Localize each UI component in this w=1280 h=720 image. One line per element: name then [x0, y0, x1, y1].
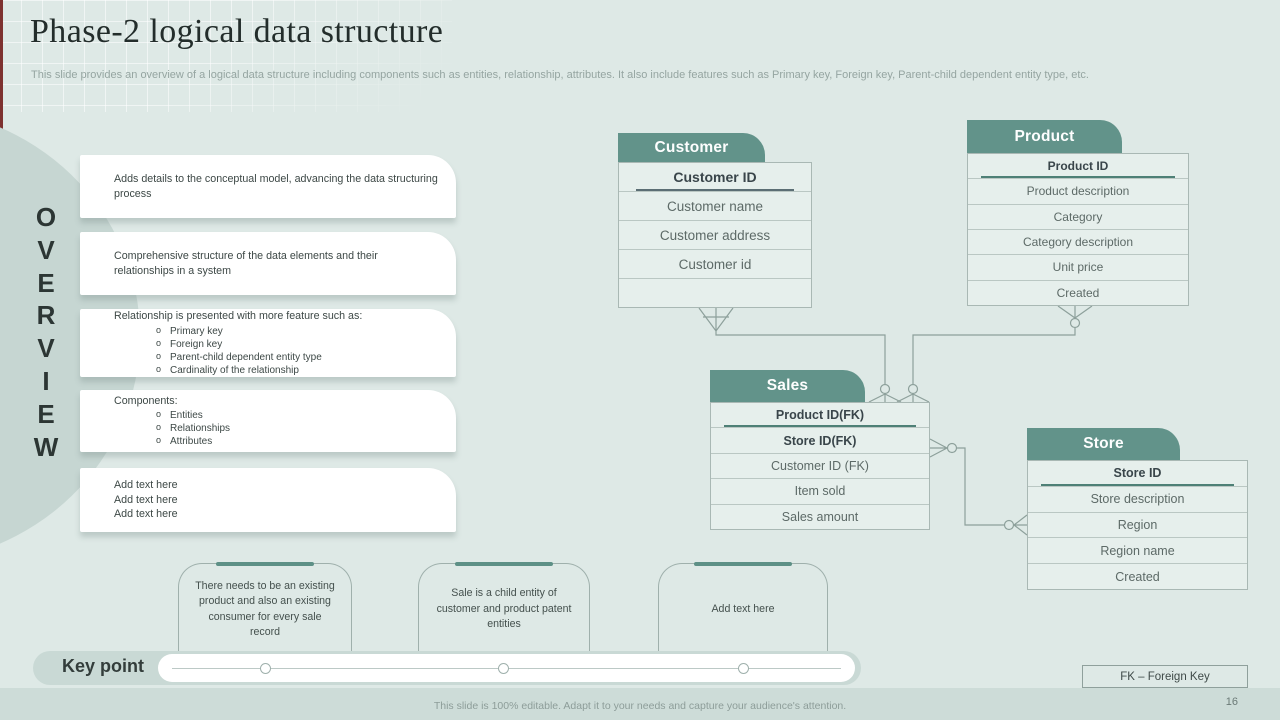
entity-attribute-row: Category [968, 203, 1188, 229]
callout-text: Relationship is presented with more feat… [114, 310, 363, 323]
sales-store-connector [929, 438, 1028, 536]
key-point-label: Key point [62, 656, 145, 676]
entity-attribute-row: Product description [968, 178, 1188, 203]
entity-attribute-row: Customer name [619, 191, 811, 220]
fk-legend-text: FK – Foreign Key [1120, 670, 1210, 683]
left-edge-accent [0, 0, 3, 197]
entity-header: Store [1027, 428, 1180, 460]
page-title: Phase-2 logical data structure [30, 13, 444, 50]
entity-header: Customer [618, 133, 765, 162]
callout-text: Comprehensive structure of the data elem… [114, 249, 378, 277]
key-point-box-2: Sale is a child entity of customer and p… [418, 563, 590, 655]
entity-attribute-row: Category description [968, 228, 1188, 254]
key-point-box-1: There needs to be an existing product an… [178, 563, 352, 655]
entity-table-sales: Sales Product ID(FK)Store ID(FK)Customer… [710, 370, 930, 530]
product-sales-connector [896, 305, 1093, 403]
entity-attribute-row: Store ID(FK) [711, 427, 929, 452]
slide-subtitle: This slide provides an overview of a log… [31, 69, 1089, 81]
timeline-dot [738, 663, 749, 674]
customer-sales-connector [698, 307, 902, 403]
entity-attribute-row: Customer id [619, 249, 811, 278]
key-point-text: Add text here [711, 602, 775, 615]
entity-attribute-row: Sales amount [711, 503, 929, 529]
entity-attribute-row: Customer ID (FK) [711, 452, 929, 478]
entity-attribute-row: Unit price [968, 254, 1188, 279]
entity-body: Product ID(FK)Store ID(FK)Customer ID (F… [710, 402, 930, 530]
entity-attribute-row: Customer address [619, 220, 811, 249]
callout-text: Components: [114, 394, 178, 407]
entity-attribute-row: Product ID [968, 154, 1188, 180]
entity-header: Product [967, 120, 1122, 153]
footer-note: This slide is 100% editable. Adapt it to… [433, 700, 847, 712]
timeline-dot [260, 663, 271, 674]
page-number: 16 [1225, 696, 1238, 708]
key-point-text: There needs to be an existing product an… [195, 579, 335, 638]
entity-attribute-row: Store ID [1028, 461, 1247, 487]
key-point-box-3: Add text here [658, 563, 828, 655]
entity-attribute-row: Product ID(FK) [711, 403, 929, 429]
fk-legend-box: FK – Foreign Key [1082, 665, 1248, 688]
key-point-text: Sale is a child entity of customer and p… [436, 587, 572, 631]
entity-attribute-row [619, 278, 811, 307]
entity-attribute-row: Item sold [711, 478, 929, 503]
entity-attribute-row: Region [1028, 511, 1247, 538]
entity-attribute-row: Created [968, 279, 1188, 305]
entity-header: Sales [710, 370, 865, 402]
entity-attribute-row: Customer ID [619, 163, 811, 192]
entity-attribute-row: Region name [1028, 537, 1247, 563]
entity-attribute-row: Created [1028, 563, 1247, 589]
footer-band [0, 688, 1280, 720]
grid-pattern-decoration [0, 0, 452, 112]
callout-text: Adds details to the conceptual model, ad… [114, 172, 438, 200]
timeline-dot [498, 663, 509, 674]
entity-attribute-row: Store description [1028, 485, 1247, 512]
